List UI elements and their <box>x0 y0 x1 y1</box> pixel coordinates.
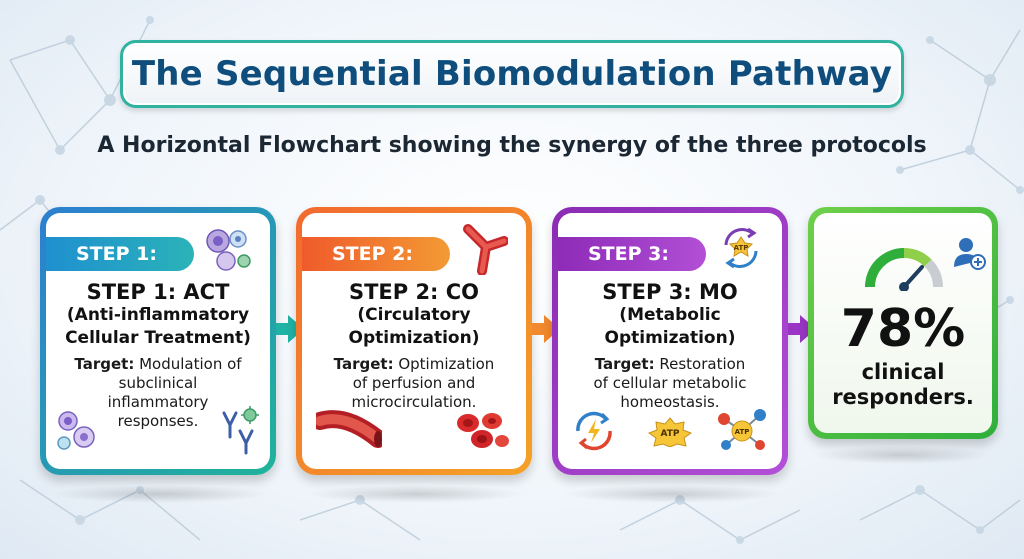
atp-text: ATP <box>660 429 679 439</box>
target-label: Target: <box>74 355 135 373</box>
atp-cycle-icon: ATP <box>724 227 758 269</box>
red-blood-cells-icon <box>457 413 509 448</box>
target-text-line-3: inflammatory <box>107 393 209 411</box>
atp-molecule-icon: ATP <box>718 409 766 450</box>
step-target: Target: Restoration of cellular metaboli… <box>568 355 772 412</box>
step-card-body: STEP 1: STEP 1: ACT (Anti-inflammatory C… <box>46 213 270 469</box>
right-arrow-icon <box>532 315 560 343</box>
card-shadow <box>812 446 992 464</box>
step-pill: STEP 3: <box>558 237 706 271</box>
result-value: 78% <box>840 299 966 359</box>
target-text-line-2: subclinical <box>118 374 198 392</box>
page-title: The Sequential Biomodulation Pathway <box>131 54 893 94</box>
card-shadow <box>50 485 270 503</box>
page-subtitle: A Horizontal Flowchart showing the syner… <box>97 133 927 158</box>
card-shadow <box>562 485 782 503</box>
step-card-body: STEP 2: STEP 2: CO (Circulatory Optimiza… <box>302 213 526 469</box>
immune-cells-icon <box>206 229 251 271</box>
immune-cells-icon <box>57 411 95 450</box>
result-card: 78% clinical responders. <box>808 207 998 439</box>
atp-text: ATP <box>734 244 749 252</box>
target-text-line-2: of perfusion and <box>352 374 476 392</box>
right-arrow-icon <box>788 315 816 343</box>
step-subtitle-line-1: (Circulatory <box>357 305 471 325</box>
step-card-act: STEP 1: STEP 1: ACT (Anti-inflammatory C… <box>40 207 276 475</box>
target-text-line-3: microcirculation. <box>351 393 477 411</box>
title-banner: The Sequential Biomodulation Pathway <box>120 40 904 108</box>
step-title: STEP 2: CO <box>348 280 480 304</box>
target-text-line-2: of cellular metabolic <box>593 374 747 392</box>
step-card-mo: STEP 3: ATP STEP 3: MO (Metabolic Optimi… <box>552 207 788 475</box>
step-subtitle-line-2: Cellular Treatment) <box>65 328 251 348</box>
right-arrow-icon <box>276 315 304 343</box>
blood-vessel-icon <box>316 410 382 448</box>
result-label-line-1: clinical <box>861 360 945 384</box>
target-text-line-4: responses. <box>117 412 199 430</box>
target-label: Target: <box>594 355 655 373</box>
target-text-line-1: Restoration <box>654 355 746 373</box>
atp-text: ATP <box>735 428 750 436</box>
step-target: Target: Modulation of subclinical inflam… <box>56 355 260 431</box>
step-subtitle-line-1: (Anti-inflammatory <box>66 305 250 325</box>
step-subtitle-line-1: (Metabolic <box>619 305 721 325</box>
result-label: clinical responders. <box>814 360 992 410</box>
step-card-co: STEP 2: STEP 2: CO (Circulatory Optimiza… <box>296 207 532 475</box>
step-title: STEP 1: ACT <box>86 280 230 304</box>
result-label-line-2: responders. <box>832 385 974 409</box>
target-label: Target: <box>333 355 394 373</box>
step-target: Target: Optimization of perfusion and mi… <box>312 355 516 412</box>
gauge-icon <box>865 248 943 291</box>
atp-badge-icon: ATP <box>648 417 692 447</box>
step-subtitle-line-2: Optimization) <box>604 328 736 348</box>
step-pill: STEP 2: <box>302 237 450 271</box>
target-text-line-1: Modulation of <box>134 355 242 373</box>
target-text-line-3: homeostasis. <box>620 393 720 411</box>
step-heading: STEP 1: ACT (Anti-inflammatory Cellular … <box>46 281 270 350</box>
user-add-icon <box>954 238 986 270</box>
step-heading: STEP 2: CO (Circulatory Optimization) <box>302 281 526 350</box>
step-subtitle-line-2: Optimization) <box>348 328 480 348</box>
antibody-icon <box>222 406 259 455</box>
result-card-body: 78% clinical responders. <box>814 213 992 433</box>
step-pill: STEP 1: <box>46 237 194 271</box>
blood-vessel-icon <box>463 224 508 275</box>
step-title: STEP 3: MO <box>602 280 738 304</box>
target-text-line-1: Optimization <box>393 355 495 373</box>
card-shadow <box>306 485 526 503</box>
step-heading: STEP 3: MO (Metabolic Optimization) <box>558 281 782 350</box>
step-card-body: STEP 3: ATP STEP 3: MO (Metabolic Optimi… <box>558 213 782 469</box>
energy-cycle-icon <box>576 411 612 451</box>
